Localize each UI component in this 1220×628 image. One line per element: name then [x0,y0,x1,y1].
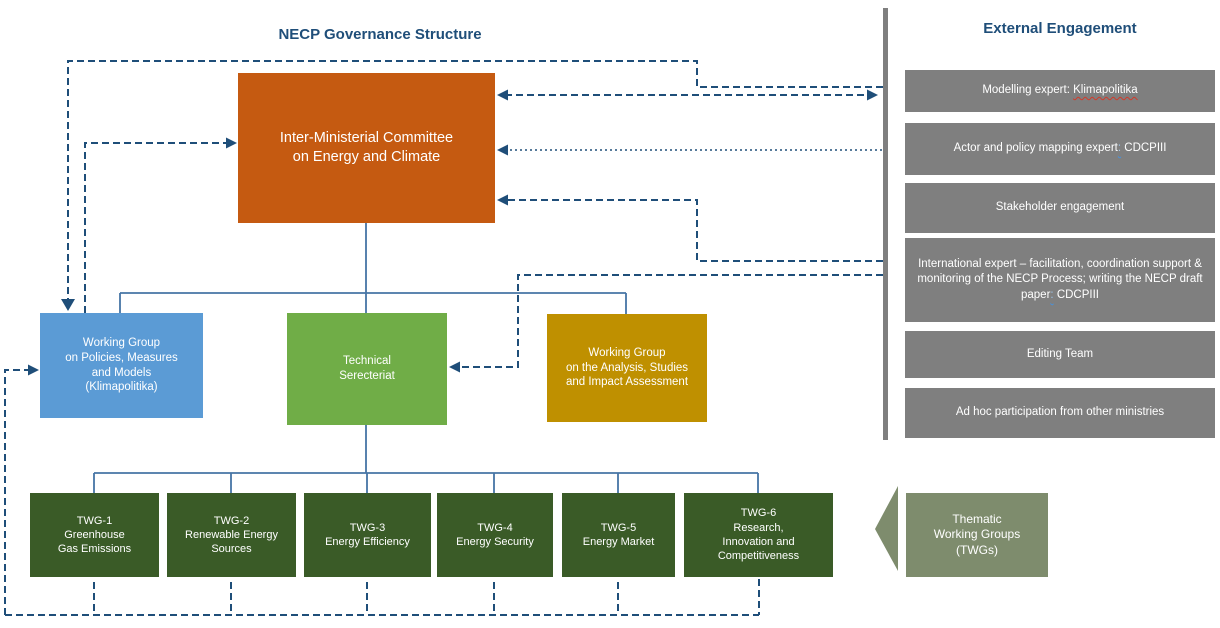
twg-5-box: TWG-5 Energy Market [562,493,675,577]
arrowhead-down-into-policies-icon [61,299,75,311]
technical-secretariat-box: Technical Serecteriat [287,313,447,425]
twg-6-box: TWG-6 Research, Innovation and Competiti… [684,493,833,577]
inter-ministerial-committee-box: Inter-Ministerial Committee on Energy an… [238,73,495,223]
arrowhead-left-into-imc-mid-icon [497,144,508,156]
external-item-text: Modelling expert: Klimapolitika [982,83,1137,99]
text-pre: Modelling expert: [982,84,1074,97]
text-post: CDCPIII [1121,142,1167,155]
arrowhead-right-to-modelling-icon [867,89,878,101]
external-item-text: Ad hoc participation from other ministri… [955,406,1165,419]
text-pre: International expert – facilitation, coo… [917,257,1203,301]
working-group-policies-label: Working Group on Policies, Measures and … [65,336,178,394]
grammar-flagged-text: : [1117,142,1122,155]
twg-1-label: TWG-1 Greenhouse Gas Emissions [57,514,132,556]
technical-secretariat-label: Technical Serecteriat [339,355,395,382]
arrowhead-left-into-imc-low-icon [497,194,508,206]
dashed-left-feedback-line [4,369,30,615]
page-title: NECP Governance Structure [278,26,482,43]
grammar-flagged-text: : [1050,288,1054,301]
arrowhead-right-into-imc-icon [226,137,237,149]
external-item-adhoc-ministries: Ad hoc participation from other ministri… [905,388,1215,438]
inter-ministerial-committee-label: Inter-Ministerial Committee on Energy an… [279,130,454,165]
external-item-mapping-expert: Actor and policy mapping expert: CDCPIII [905,123,1215,175]
external-engagement-title: External Engagement [983,20,1137,37]
twg-2-label: TWG-2 Renewable Energy Sources [185,514,278,556]
text-pre: Actor and policy mapping expert [953,142,1118,155]
external-item-international-expert: International expert – facilitation, coo… [905,238,1215,322]
arrowhead-right-into-policies-icon [28,364,39,376]
thematic-working-groups-box: Thematic Working Groups (TWGs) [906,493,1048,577]
dashed-imc-international-expert [505,199,883,262]
twg-3-label: TWG-3 Energy Efficiency [325,521,410,548]
external-item-text: Stakeholder engagement [995,201,1125,214]
working-group-analysis-box: Working Group on the Analysis, Studies a… [547,314,707,422]
text-post: CDCPIII [1053,288,1099,301]
spellcheck-flagged-text: Klimapolitika [1073,84,1138,97]
twg-3-box: TWG-3 Energy Efficiency [304,493,431,577]
twg-4-box: TWG-4 Energy Security [437,493,553,577]
external-item-modelling-expert: Modelling expert: Klimapolitika [905,70,1215,112]
twg-4-label: TWG-4 Energy Security [456,521,534,548]
external-section-divider [883,8,888,440]
dashed-policies-to-imc [84,142,228,313]
external-item-stakeholder-engagement: Stakeholder engagement [905,183,1215,233]
arrowhead-left-into-imc-top-icon [497,89,508,101]
working-group-policies-box: Working Group on Policies, Measures and … [40,313,203,418]
external-item-text: International expert – facilitation, coo… [913,257,1207,304]
external-item-text: Actor and policy mapping expert: CDCPIII [954,141,1167,157]
working-group-analysis-label: Working Group on the Analysis, Studies a… [565,346,689,389]
arrowhead-left-into-secretariat-icon [449,361,460,373]
twg-1-box: TWG-1 Greenhouse Gas Emissions [30,493,159,577]
twg-5-label: TWG-5 Energy Market [582,521,655,548]
twg-chevron-arrow-icon [875,486,898,571]
external-item-text: Editing Team [1026,347,1094,360]
twg-2-box: TWG-2 Renewable Energy Sources [167,493,296,577]
twg-6-label: TWG-6 Research, Innovation and Competiti… [717,507,800,563]
external-item-editing-team: Editing Team [905,331,1215,378]
thematic-working-groups-label: Thematic Working Groups (TWGs) [933,511,1021,557]
